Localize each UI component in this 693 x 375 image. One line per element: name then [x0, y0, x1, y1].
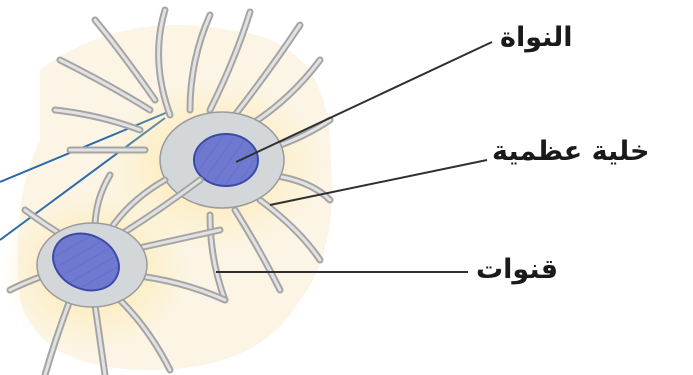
label-nucleus: النواة: [500, 24, 573, 51]
label-osteocyte: خلية عظمية: [492, 138, 650, 165]
label-canals: قنوات: [476, 256, 558, 283]
